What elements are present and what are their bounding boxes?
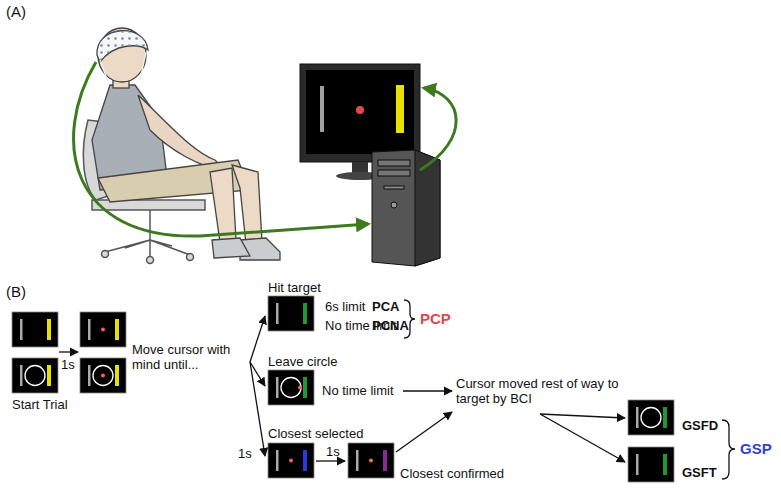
flow-arrow [540, 414, 625, 462]
condition-code: PCNA [372, 318, 409, 333]
screen-thumbnail [80, 358, 126, 393]
step-label: Closest confirmed [400, 466, 504, 481]
delay-label: 1s [326, 444, 340, 459]
delay-label: 1s [238, 446, 252, 461]
flow-arrow [250, 362, 265, 456]
flow-arrow [250, 316, 265, 362]
seated-person [92, 28, 280, 260]
condition-code: GSFT [682, 465, 717, 480]
step-label: Leave circle [268, 354, 337, 369]
flow-arrow [396, 412, 452, 452]
step-label: Cursor moved rest of way to target by BC… [456, 376, 621, 406]
condition-code: PCA [372, 299, 399, 314]
flow-arrow [59, 351, 78, 352]
screen-thumbnail [268, 296, 314, 331]
panel-label: (B) [6, 284, 26, 299]
condition-label: No time limit [322, 383, 394, 398]
computer-tower [372, 150, 440, 266]
step-label: Hit target [268, 280, 321, 295]
step-label: Start Trial [12, 397, 68, 412]
step-label: Move cursor with mind until... [132, 342, 244, 372]
condition-label: 6s limit [325, 299, 365, 314]
flow-arrow [540, 414, 625, 418]
screen-thumbnail [348, 443, 394, 478]
screen-thumbnail [268, 370, 314, 405]
flow-arrow [316, 460, 345, 461]
signal-loop-arrows [74, 62, 457, 236]
screen-thumbnail [80, 312, 126, 347]
panel-label: (A) [6, 4, 26, 19]
condition-code: GSFD [682, 418, 718, 433]
monitor [300, 64, 420, 180]
screen-thumbnail [268, 443, 314, 478]
screen-thumbnail [628, 447, 674, 482]
group-label: GSP [740, 441, 772, 456]
bracket [404, 300, 735, 479]
flow-arrow [403, 390, 452, 391]
delay-label: 1s [61, 357, 75, 372]
step-label: Closest selected [268, 426, 363, 441]
screen-thumbnail [12, 358, 58, 393]
screen-thumbnail [12, 312, 58, 347]
screen-thumbnail [628, 400, 674, 435]
group-label: PCP [420, 311, 451, 326]
